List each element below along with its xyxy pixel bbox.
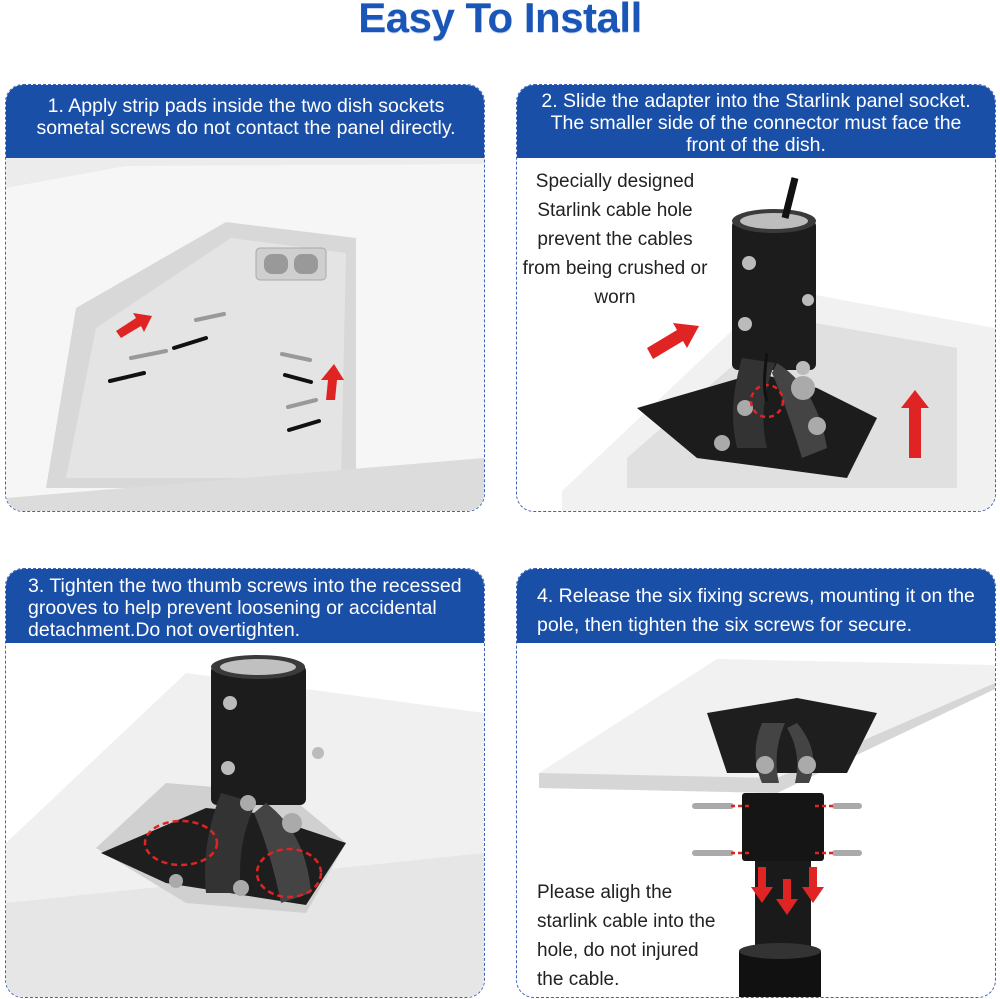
cable-align-note: Please aligh the starlink cable into the… bbox=[537, 882, 716, 990]
step-4-card: 4. Release the six fixing screws, mounti… bbox=[516, 568, 996, 998]
step-2-illustration bbox=[562, 177, 995, 511]
step-1-card: 1. Apply strip pads inside the two dish … bbox=[5, 84, 485, 512]
step-2-card: 2. Slide the adapter into the Starlink p… bbox=[516, 84, 996, 512]
step-1-illustration bbox=[6, 158, 484, 511]
step-2-instruction: 2. Slide the adapter into the Starlink p… bbox=[517, 85, 995, 158]
arrow-down-icon bbox=[751, 867, 824, 915]
step-1-instruction: 1. Apply strip pads inside the two dish … bbox=[6, 85, 484, 158]
page-title: Easy To Install bbox=[358, 0, 642, 41]
circle-highlight-icon bbox=[143, 819, 323, 899]
step-4-illustration bbox=[539, 659, 995, 997]
step-4-instruction: 4. Release the six fixing screws, mounti… bbox=[517, 569, 995, 643]
circle-highlight-icon bbox=[749, 383, 785, 419]
step-3-instruction: 3. Tighten the two thumb screws into the… bbox=[6, 569, 484, 643]
cable-hole-note: Specially designed Starlink cable hole p… bbox=[522, 171, 708, 308]
arrow-up-icon bbox=[116, 313, 344, 400]
arrow-up-icon bbox=[647, 323, 929, 458]
step-3-illustration bbox=[6, 655, 484, 997]
step-3-card: 3. Tighten the two thumb screws into the… bbox=[5, 568, 485, 998]
